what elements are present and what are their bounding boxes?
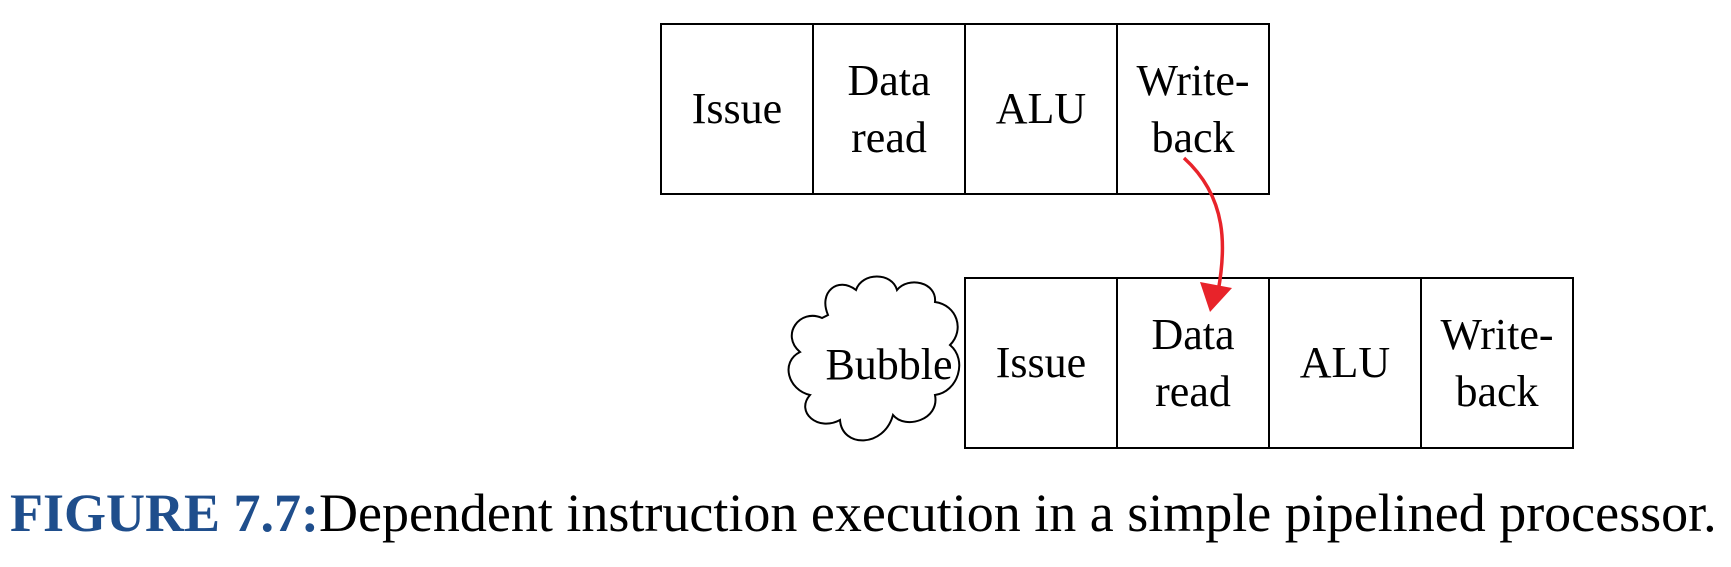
bottom-stage-data-read-line1: Data <box>1151 310 1234 359</box>
top-pipeline-row: Issue Data read ALU Write- back <box>660 23 1270 195</box>
bottom-pipeline-row: Issue Data read ALU Write- back <box>964 277 1574 449</box>
bottom-stage-issue-label: Issue <box>996 338 1086 387</box>
forwarding-arrow-shaft <box>1182 156 1225 293</box>
bottom-stage-data-read-line2: read <box>1155 367 1231 416</box>
bottom-stage-alu-label: ALU <box>1300 338 1390 387</box>
top-stage-data-read: Data read <box>812 23 966 195</box>
bottom-stage-data-read: Data read <box>1116 277 1270 449</box>
figure-caption-text: Dependent instruction execution in a sim… <box>319 483 1717 543</box>
bottom-stage-write-back-line2: back <box>1455 367 1538 416</box>
bottom-stage-write-back: Write- back <box>1420 277 1574 449</box>
forwarding-arrow <box>1182 156 1232 312</box>
top-stage-write-back: Write- back <box>1116 23 1270 195</box>
top-stage-alu-label: ALU <box>996 84 1086 133</box>
bottom-stage-issue: Issue <box>964 277 1118 449</box>
bottom-stage-write-back-line1: Write- <box>1440 310 1553 359</box>
bubble-cloud-shape <box>787 275 961 442</box>
top-stage-issue: Issue <box>660 23 814 195</box>
top-stage-data-read-line2: read <box>851 113 927 162</box>
top-stage-write-back-line2: back <box>1151 113 1234 162</box>
pipeline-diagram: Issue Data read ALU Write- back Bubble I… <box>660 23 1574 449</box>
figure-caption-label: FIGURE 7.7: <box>10 483 319 543</box>
top-stage-data-read-line1: Data <box>847 56 930 105</box>
bottom-stage-alu: ALU <box>1268 277 1422 449</box>
top-stage-alu: ALU <box>964 23 1118 195</box>
bubble-cloud: Bubble <box>787 275 961 442</box>
bubble-label: Bubble <box>825 340 952 389</box>
top-stage-write-back-line1: Write- <box>1136 56 1249 105</box>
forwarding-arrow-head <box>1200 282 1232 312</box>
top-stage-issue-label: Issue <box>692 84 782 133</box>
figure-caption: FIGURE 7.7:Dependent instruction executi… <box>10 486 1717 540</box>
